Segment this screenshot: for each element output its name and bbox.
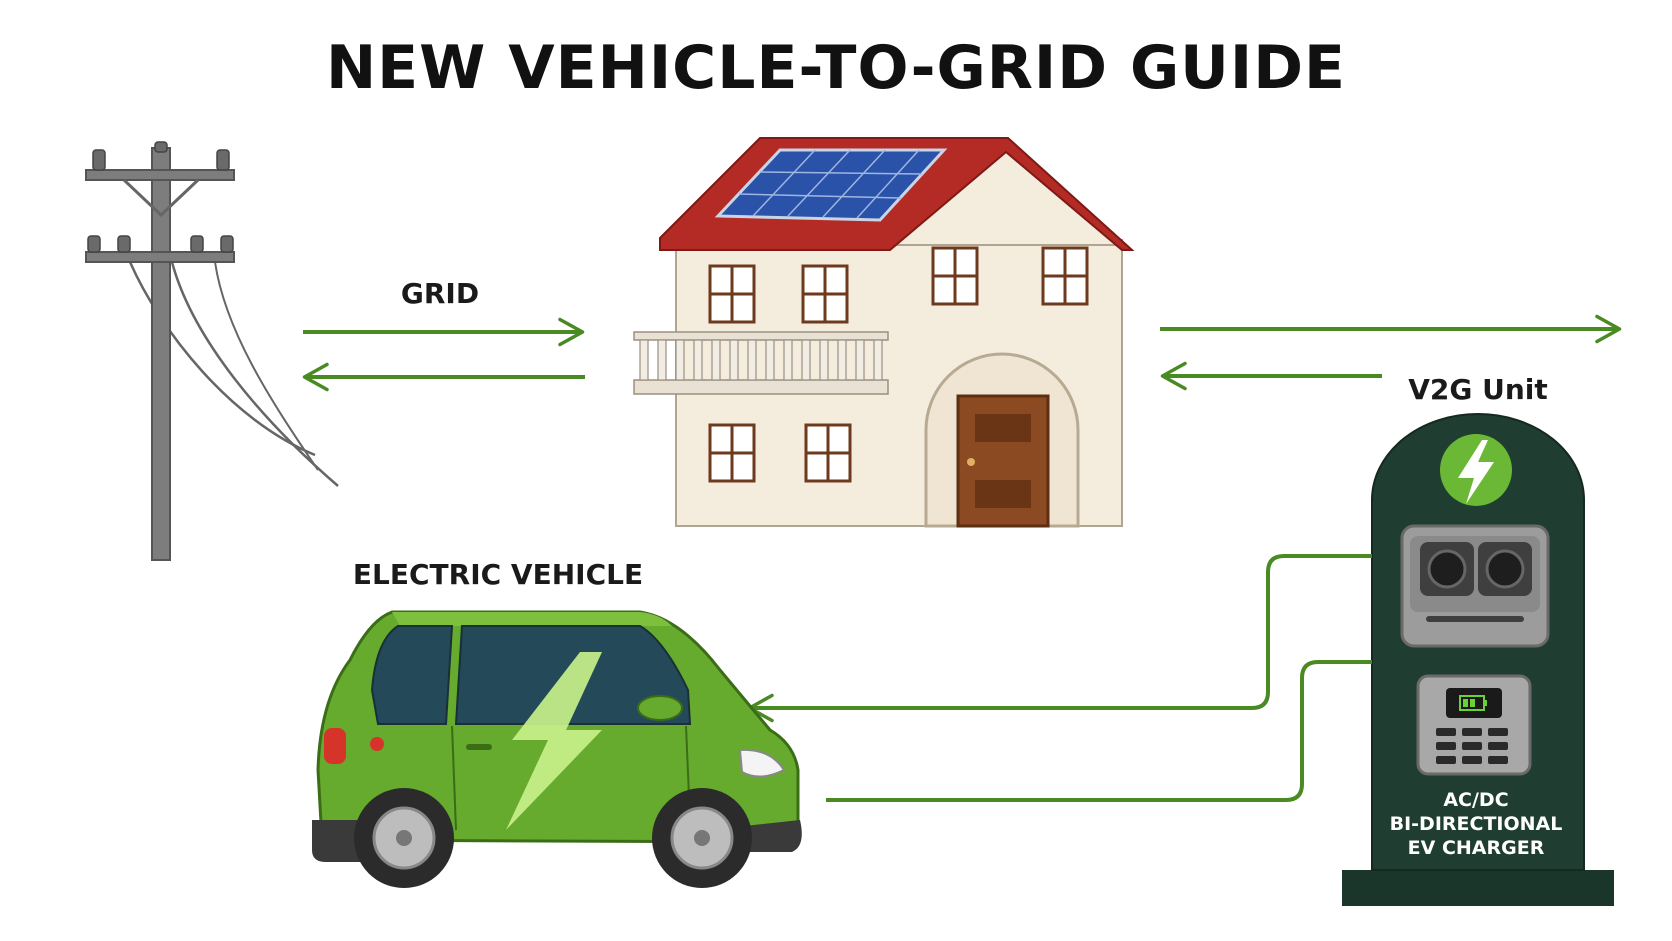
solar-panel-icon [714,148,948,222]
battery-icon [1459,695,1487,711]
charger-keypad [1416,674,1532,776]
house-with-solar-icon [633,137,1135,528]
electric-car-icon [312,610,802,888]
page-title: NEW VEHICLE-TO-GRID GUIDE [326,33,1346,103]
grid-label: GRID [401,277,479,310]
car-wheel-front [652,788,752,888]
charger-label-line2: BI-DIRECTIONAL [1390,813,1563,835]
v2g-charger-icon: AC/DC BI-DIRECTIONAL EV CHARGER [1342,413,1614,906]
balcony [633,331,889,395]
electric-vehicle-label: ELECTRIC VEHICLE [353,558,643,591]
utility-pole-icon [85,141,339,561]
car-to-charger-line [826,660,1372,802]
v2g-unit-label: V2G Unit [1408,373,1548,406]
charging-sockets [1400,524,1550,648]
charger-to-car-arrow [747,554,1372,723]
charger-label-line1: AC/DC [1443,789,1508,811]
lightning-bolt-decal [506,652,602,830]
door [956,394,1050,528]
car-wheel-rear [354,788,454,888]
charger-label-line3: EV CHARGER [1408,837,1545,859]
